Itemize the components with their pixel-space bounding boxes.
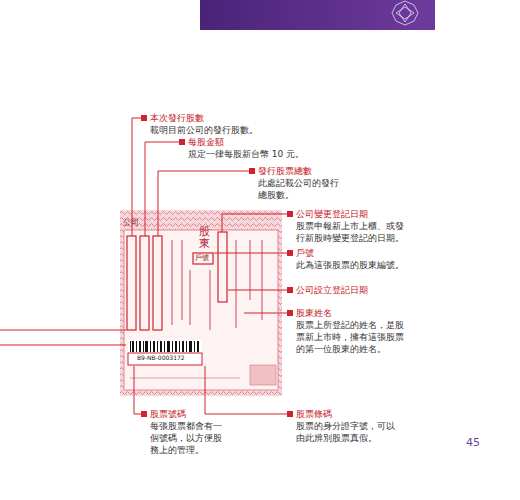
callout-heading: 每股金額 xyxy=(188,136,224,148)
callout-heading: 發行股票總數 xyxy=(258,165,312,177)
callout-body: 載明目前公司的發行股數。 xyxy=(150,124,262,136)
callout-body: 每張股票都會有一個號碼，以方便股務上的管理。 xyxy=(150,420,226,456)
callout-body: 股票上所登記的姓名，是股票新上市時，擁有這張股票的第一位股東的姓名。 xyxy=(296,319,408,355)
certificate-text: 公司 xyxy=(123,218,139,228)
callout-body: 此為這張股票的股東編號。 xyxy=(296,259,416,271)
bullet-squares xyxy=(141,115,293,417)
page-number: 45 xyxy=(466,436,480,449)
callout-body: 規定一律每股新台幣 10 元。 xyxy=(188,148,320,160)
callout-heading: 股票條碼 xyxy=(296,408,332,420)
callout-heading: 股票號碼 xyxy=(150,408,186,420)
callout-heading: 公司變更登記日期 xyxy=(296,208,368,220)
stock-certificate xyxy=(120,210,282,396)
callout-body: 股票申報新上市上櫃、或發行新股時變更登記的日期。 xyxy=(296,220,408,244)
banner-emblem xyxy=(392,1,418,25)
callout-heading: 公司設立登記日期 xyxy=(296,284,368,296)
leader-lines xyxy=(0,118,287,414)
certificate-text: 戶號 xyxy=(194,254,210,262)
barcode-number: B9-NB-0003172 xyxy=(136,354,186,362)
callout-heading: 戶號 xyxy=(296,247,314,259)
callout-heading: 股東姓名 xyxy=(296,307,332,319)
top-banner xyxy=(200,0,435,30)
callout-heading: 本次發行股數 xyxy=(150,112,204,124)
callout-body: 股票的身分證字號，可以由此辨別股票真假。 xyxy=(296,420,399,444)
callout-body: 此處記載公司的發行總股數。 xyxy=(258,177,342,201)
certificate-vertical-text: 股東 xyxy=(199,226,210,250)
